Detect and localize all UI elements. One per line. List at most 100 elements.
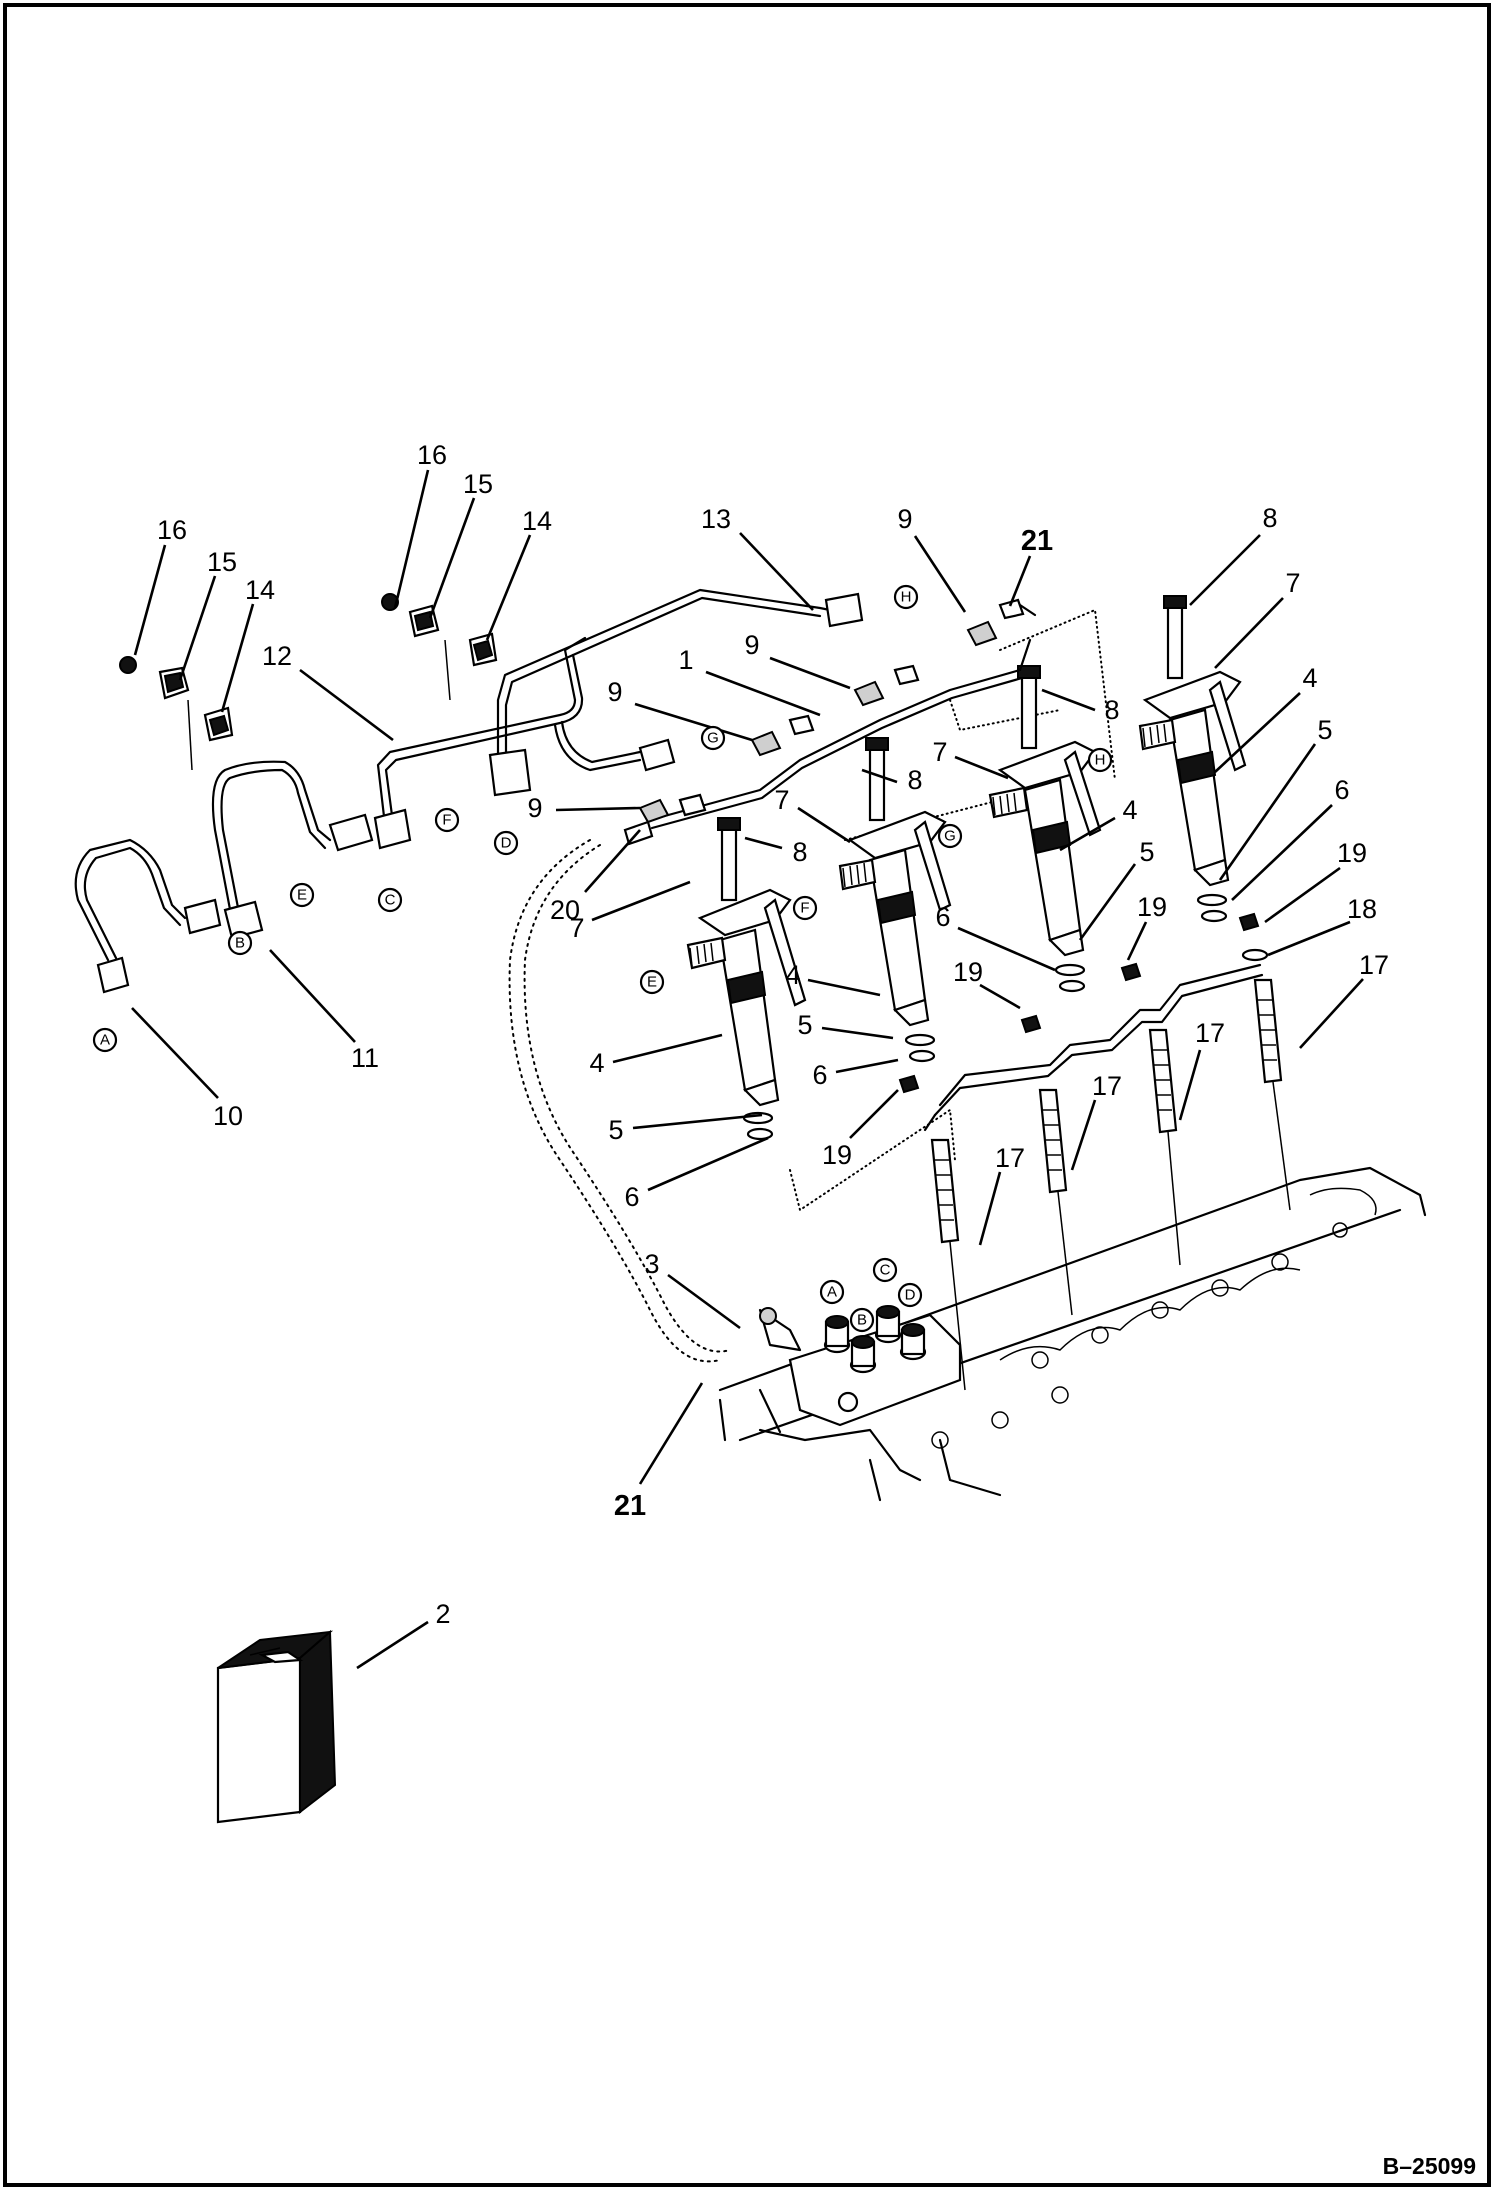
leader-line bbox=[1178, 1049, 1202, 1121]
callout-number: 16 bbox=[417, 440, 447, 470]
callout-number: 14 bbox=[522, 506, 552, 536]
injector-3 bbox=[988, 665, 1102, 993]
tag-letter: G bbox=[707, 730, 719, 747]
leader-line bbox=[861, 768, 898, 784]
tag-circle bbox=[92, 1027, 118, 1053]
leader-line bbox=[131, 1007, 219, 1099]
leader-line bbox=[220, 603, 255, 713]
leader-line bbox=[485, 534, 532, 641]
glow-plugs bbox=[930, 978, 1291, 1391]
banjo-bolts bbox=[623, 598, 1037, 846]
leader-line bbox=[1059, 816, 1116, 852]
leader-line bbox=[739, 532, 814, 611]
leader-line bbox=[954, 755, 1009, 780]
callout-number: 6 bbox=[812, 1060, 827, 1090]
callout-number: 11 bbox=[351, 1043, 379, 1073]
connection-tag: H bbox=[1087, 747, 1113, 773]
callout-number: 9 bbox=[897, 504, 912, 534]
callout-number: 6 bbox=[935, 902, 950, 932]
leader-line bbox=[299, 668, 394, 742]
leader-line bbox=[913, 535, 967, 613]
tag-letter: A bbox=[100, 1032, 110, 1049]
callout-number: 7 bbox=[569, 913, 584, 943]
tag-letter: F bbox=[800, 900, 809, 917]
leader-line bbox=[1214, 692, 1301, 773]
callout-number: 17 bbox=[1359, 950, 1389, 980]
tag-circle bbox=[377, 887, 403, 913]
leader-line bbox=[356, 1620, 429, 1670]
tag-circle bbox=[639, 969, 665, 995]
connection-tag: H bbox=[893, 584, 919, 610]
callout-number: 8 bbox=[792, 837, 807, 867]
tag-letter: B bbox=[235, 935, 245, 952]
leader-line bbox=[591, 880, 691, 922]
tag-circle bbox=[849, 1307, 875, 1333]
drawing-number: B–25099 bbox=[1382, 2153, 1476, 2179]
leader-line bbox=[849, 1089, 899, 1139]
callout-number: 5 bbox=[608, 1115, 623, 1145]
injector-4 bbox=[1138, 595, 1247, 923]
callout-number: 9 bbox=[744, 630, 759, 660]
tag-letter: D bbox=[501, 835, 512, 852]
connection-tag: B bbox=[849, 1307, 875, 1333]
connection-tag: A bbox=[819, 1279, 845, 1305]
callout-number: 9 bbox=[607, 677, 622, 707]
tag-letter: C bbox=[880, 1262, 891, 1279]
tag-letter: H bbox=[901, 589, 912, 606]
callout-number: 19 bbox=[822, 1140, 852, 1170]
connection-tag: E bbox=[289, 882, 315, 908]
callout-number: 19 bbox=[1137, 892, 1167, 922]
callout-number: 5 bbox=[1317, 715, 1332, 745]
callout-number: 17 bbox=[1195, 1018, 1225, 1048]
tag-circle bbox=[897, 1282, 923, 1308]
callout-number: 8 bbox=[1262, 503, 1277, 533]
leader-line bbox=[979, 983, 1021, 1010]
leader-line bbox=[797, 806, 851, 844]
leader-line bbox=[821, 1026, 894, 1040]
callout-number: 12 bbox=[262, 641, 292, 671]
connection-tag: B bbox=[227, 930, 253, 956]
callout-number: 17 bbox=[995, 1143, 1025, 1173]
injection-pump bbox=[758, 1305, 962, 1427]
callout-number: 6 bbox=[624, 1182, 639, 1212]
leader-line bbox=[555, 806, 641, 812]
tag-circle bbox=[434, 807, 460, 833]
leader-line bbox=[1299, 978, 1364, 1049]
callout-number: 4 bbox=[1122, 795, 1137, 825]
tag-circle bbox=[937, 823, 963, 849]
callout-number: 4 bbox=[589, 1048, 604, 1078]
callout-number: 3 bbox=[644, 1249, 659, 1279]
callout-number: 5 bbox=[797, 1010, 812, 1040]
leak-off-nuts bbox=[898, 912, 1269, 1094]
callout-number: 19 bbox=[1337, 838, 1367, 868]
leader-line bbox=[1070, 1099, 1097, 1171]
injector-2 bbox=[838, 737, 952, 1063]
leader-line bbox=[428, 497, 476, 619]
callout-number: 8 bbox=[1104, 695, 1119, 725]
pipe-clamps-top bbox=[381, 593, 498, 701]
connection-tag: G bbox=[937, 823, 963, 849]
tag-circle bbox=[289, 882, 315, 908]
tag-letter: G bbox=[944, 828, 956, 845]
tag-letter: E bbox=[647, 974, 657, 991]
callout-number: 18 bbox=[1347, 894, 1377, 924]
leader-lines bbox=[131, 469, 1364, 1670]
connection-tag: A bbox=[92, 1027, 118, 1053]
callout-number: 21 bbox=[614, 1490, 646, 1522]
callout-number: 14 bbox=[245, 575, 275, 605]
callout-number: 21 bbox=[1021, 525, 1053, 557]
callout-number: 7 bbox=[774, 785, 789, 815]
injection-pipes bbox=[74, 588, 1032, 994]
connection-tag: F bbox=[792, 895, 818, 921]
tag-circle bbox=[819, 1279, 845, 1305]
callout-number: 20 bbox=[550, 895, 580, 925]
leader-line bbox=[647, 1136, 769, 1192]
callout-number: 19 bbox=[953, 957, 983, 987]
leader-line bbox=[1008, 555, 1032, 607]
callout-number: 4 bbox=[1302, 663, 1317, 693]
callout-number: 1 bbox=[678, 645, 693, 675]
callout-number: 15 bbox=[463, 469, 493, 499]
